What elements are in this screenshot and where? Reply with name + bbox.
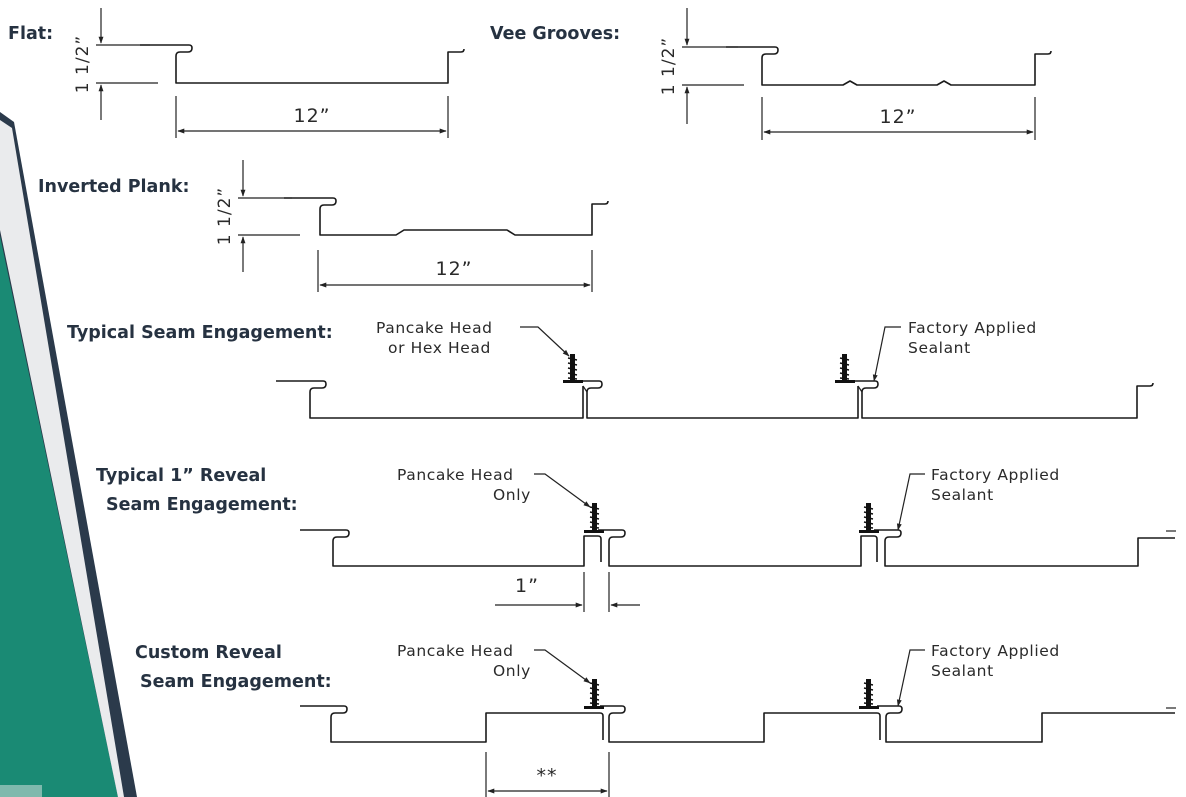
custom-label-line1: Custom Reveal: [135, 643, 282, 663]
sealant-callout: Sealant: [908, 339, 971, 357]
vee-height-dim: 1 1/2”: [659, 37, 679, 95]
screw-icon: [584, 503, 604, 533]
inverted-plank-profile: Inverted Plank: 1 1/2” 12”: [38, 160, 609, 292]
vee-grooves-label: Vee Grooves:: [490, 24, 620, 44]
reveal-seam-detail: Typical 1” Reveal Seam Engagement: Panca…: [96, 466, 1176, 612]
screw-icon: [835, 354, 855, 383]
flat-profile: Flat: 1 1/2” 12”: [8, 8, 465, 138]
sealant-callout: Sealant: [931, 486, 994, 504]
flat-width-dim: 12”: [293, 105, 330, 127]
flat-height-dim: 1 1/2”: [73, 35, 93, 93]
fastener-callout: Pancake Head: [397, 642, 514, 660]
sealant-callout: Factory Applied: [931, 466, 1060, 484]
screw-icon: [859, 679, 879, 709]
plank-height-dim: 1 1/2”: [215, 187, 235, 245]
screw-icon: [859, 503, 879, 533]
fastener-callout: Only: [493, 662, 531, 680]
screw-icon: [584, 679, 604, 709]
reveal-label-line1: Typical 1” Reveal: [96, 466, 266, 486]
reveal-label-line2: Seam Engagement:: [106, 495, 298, 515]
typical-seam-label: Typical Seam Engagement:: [67, 323, 333, 343]
vee-width-dim: 12”: [879, 106, 916, 128]
decorative-side-band: [0, 112, 137, 797]
inverted-plank-label: Inverted Plank:: [38, 177, 189, 197]
flat-label: Flat:: [8, 24, 53, 44]
custom-width-dim: **: [537, 765, 558, 787]
sealant-callout: Sealant: [931, 662, 994, 680]
fastener-callout: Only: [493, 486, 531, 504]
plank-width-dim: 12”: [435, 258, 472, 280]
typical-seam-detail: Typical Seam Engagement: Pancake Head or…: [67, 319, 1154, 419]
custom-label-line2: Seam Engagement:: [140, 672, 332, 692]
sealant-callout: Factory Applied: [908, 319, 1037, 337]
fastener-callout: or Hex Head: [388, 339, 491, 357]
reveal-width-dim: 1”: [515, 575, 539, 597]
custom-reveal-detail: Custom Reveal Seam Engagement: Pancake H…: [135, 642, 1176, 797]
vee-grooves-profile: Vee Grooves: 1 1/2” 12”: [490, 8, 1052, 140]
fastener-callout: Pancake Head: [397, 466, 514, 484]
sealant-callout: Factory Applied: [931, 642, 1060, 660]
screw-icon: [563, 354, 583, 383]
fastener-callout: Pancake Head: [376, 319, 493, 337]
